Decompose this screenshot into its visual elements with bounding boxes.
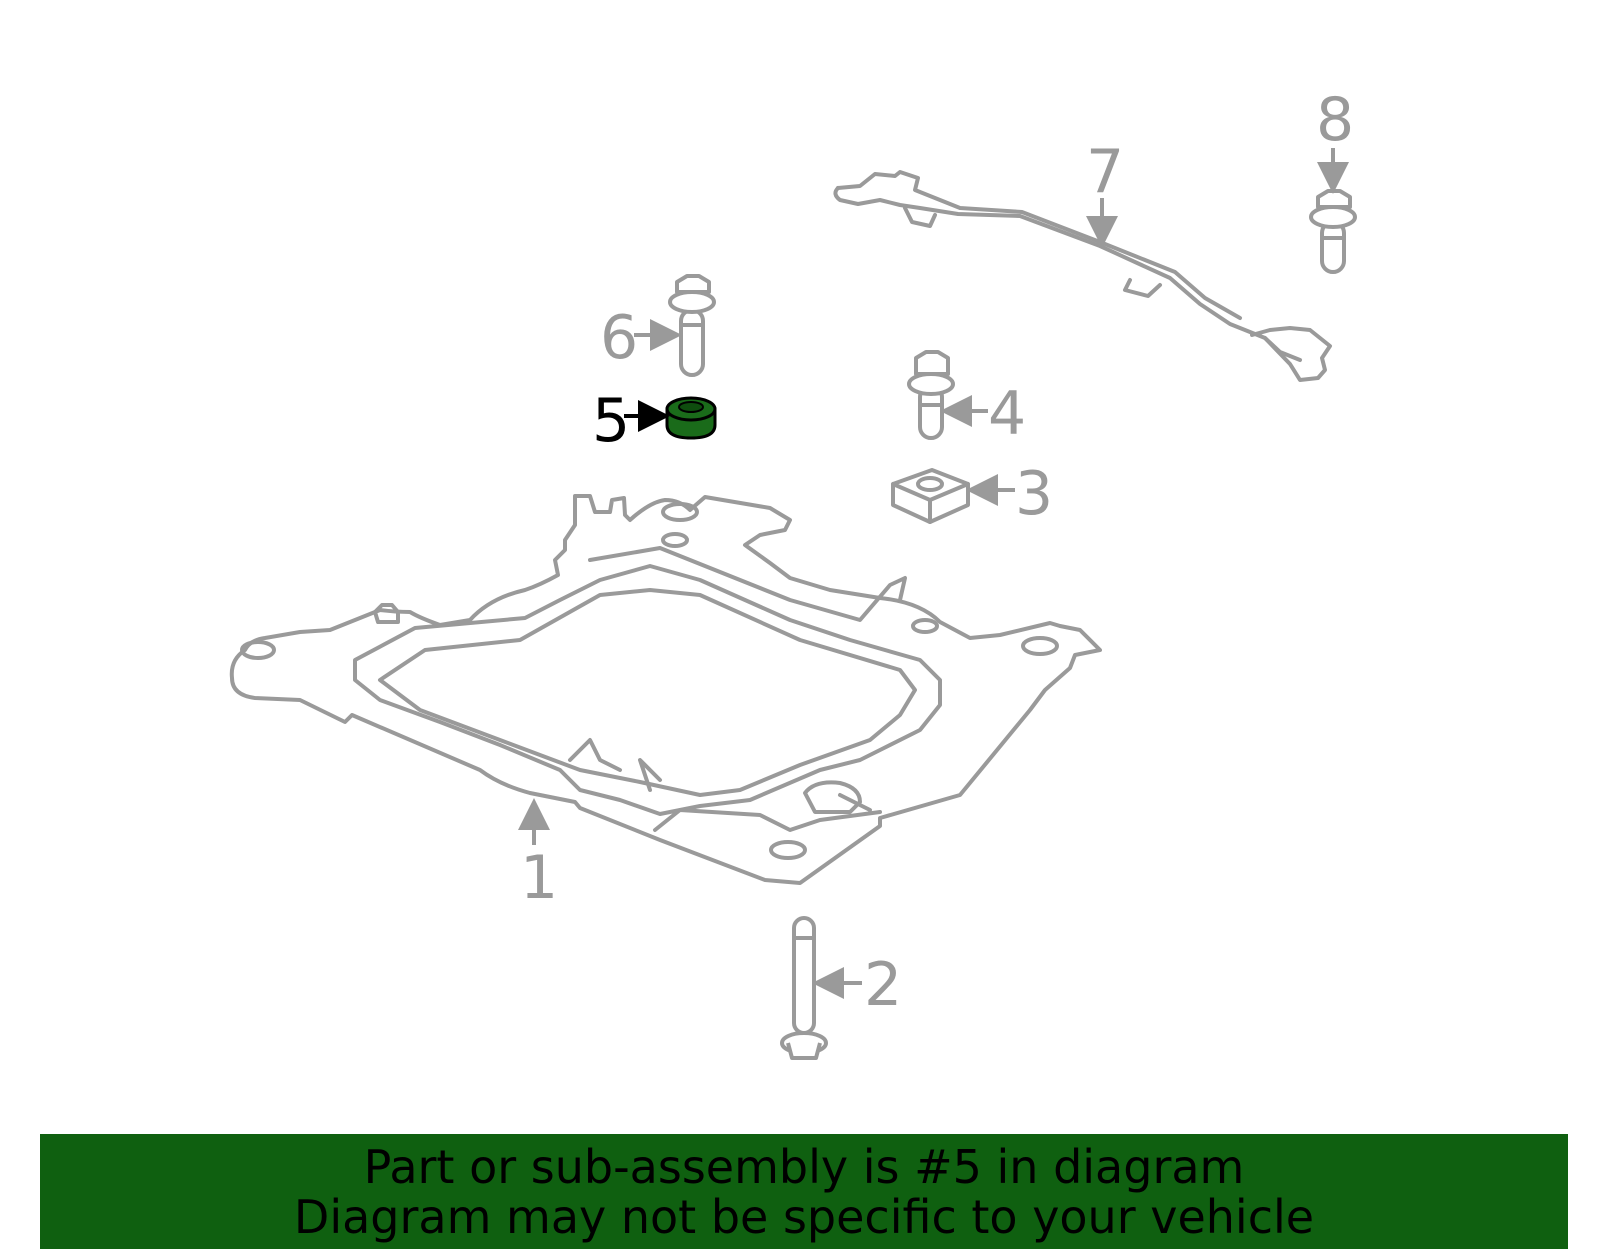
callout-1: 1: [520, 843, 558, 913]
banner-line-1: Part or sub-assembly is #5 in diagram: [363, 1140, 1245, 1194]
banner-line-2: Diagram may not be specific to your vehi…: [293, 1190, 1315, 1244]
brace-part-7[interactable]: [833, 170, 1332, 382]
callout-7: 7: [1086, 137, 1124, 207]
callout-6: 6: [600, 303, 638, 373]
parts-diagram: 1 2 3 4 5 6 7 8: [229, 85, 1357, 1060]
bolt-part-8[interactable]: [1309, 189, 1357, 274]
bolt-part-6[interactable]: [668, 274, 716, 377]
info-banner: Part or sub-assembly is #5 in diagram Di…: [40, 1134, 1568, 1249]
plate-part-3[interactable]: [891, 468, 970, 524]
callout-4: 4: [988, 379, 1026, 449]
long-bolt-part-2[interactable]: [780, 916, 828, 1060]
callout-2: 2: [864, 950, 902, 1020]
callout-3: 3: [1015, 459, 1053, 529]
callout-5: 5: [592, 386, 630, 456]
subframe-part-1[interactable]: [229, 494, 1102, 885]
bolt-part-4[interactable]: [907, 350, 955, 440]
callout-8: 8: [1316, 85, 1354, 155]
bushing-part-5[interactable]: [665, 396, 717, 440]
